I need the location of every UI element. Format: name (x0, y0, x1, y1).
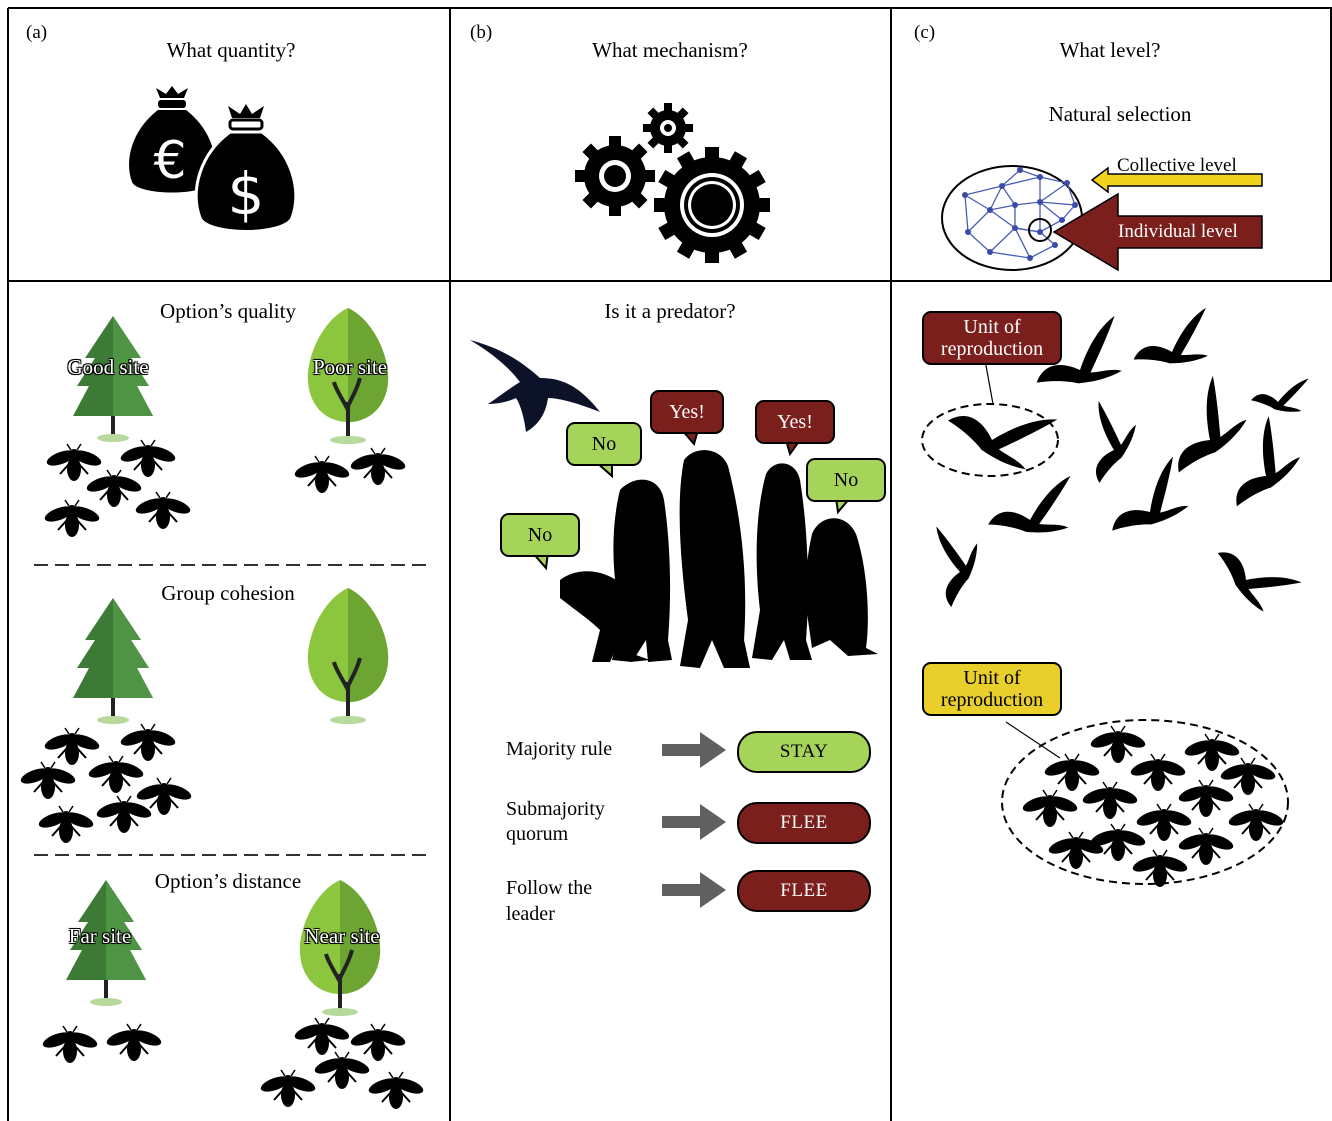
rule-leader-label: Follow the leader (506, 877, 593, 925)
bubble-yes-1: Yes! (650, 390, 724, 434)
money-bags-icon: € $ (129, 86, 298, 233)
natural-selection-label: Natural selection (1048, 102, 1192, 126)
panel-b-title: What mechanism? (592, 38, 748, 62)
rule-arrows (662, 732, 726, 908)
cohesion-title: Group cohesion (161, 581, 295, 605)
gears-icon (575, 103, 770, 263)
panel-a-title: What quantity? (166, 38, 296, 62)
bubble-yes-2: Yes! (755, 400, 835, 444)
poor-site-label: Poor site (312, 355, 388, 379)
bubble-no-1: No (500, 513, 580, 557)
panel-c-title: What level? (1059, 38, 1161, 62)
far-site-label: Far site (68, 924, 132, 948)
quality-title: Option’s quality (160, 299, 296, 323)
bees-cohesion (17, 723, 195, 844)
panel-c-tag: (c) (914, 22, 936, 43)
near-site-label: Near site (304, 924, 380, 948)
pine-tree-cohesion (73, 598, 153, 724)
panel-a-tag: (a) (26, 22, 48, 43)
bubble-no-3: No (806, 458, 886, 502)
outcome-flee-2: FLEE (737, 870, 871, 912)
birds-unit-ellipse (921, 403, 1059, 477)
bubble-no-2: No (566, 422, 642, 466)
individual-arrow (1052, 192, 1263, 272)
bees-distance (39, 1017, 427, 1110)
outcome-stay: STAY (737, 731, 871, 773)
bees-unit-ellipse (1001, 719, 1289, 885)
collective-level-label: Collective level (1117, 155, 1237, 176)
outcome-flee-1: FLEE (737, 802, 871, 844)
rule-majority-label: Majority rule (506, 738, 613, 760)
svg-text:€: € (153, 131, 186, 191)
panel-b-tag: (b) (470, 22, 493, 43)
individual-level-label: Individual level (1118, 221, 1238, 242)
distance-title: Option’s distance (154, 869, 302, 893)
unit-bees-bubble: Unit of reproduction (922, 662, 1062, 716)
meerkats-silhouette (560, 450, 878, 668)
unit-birds-bubble: Unit of reproduction (922, 311, 1062, 365)
good-site-label: Good site (67, 355, 149, 379)
collective-arrow (1090, 166, 1263, 194)
bees-quality (41, 439, 409, 538)
rule-submajority-label: Submajority quorum (506, 798, 605, 845)
hawk-silhouette (470, 340, 600, 432)
leafy-tree-cohesion (305, 586, 391, 726)
predator-question: Is it a predator? (604, 299, 736, 323)
bee-swarm (1019, 725, 1287, 888)
svg-text:$: $ (228, 160, 265, 228)
network-diagram (941, 165, 1083, 271)
panel-grid (7, 7, 1332, 1121)
